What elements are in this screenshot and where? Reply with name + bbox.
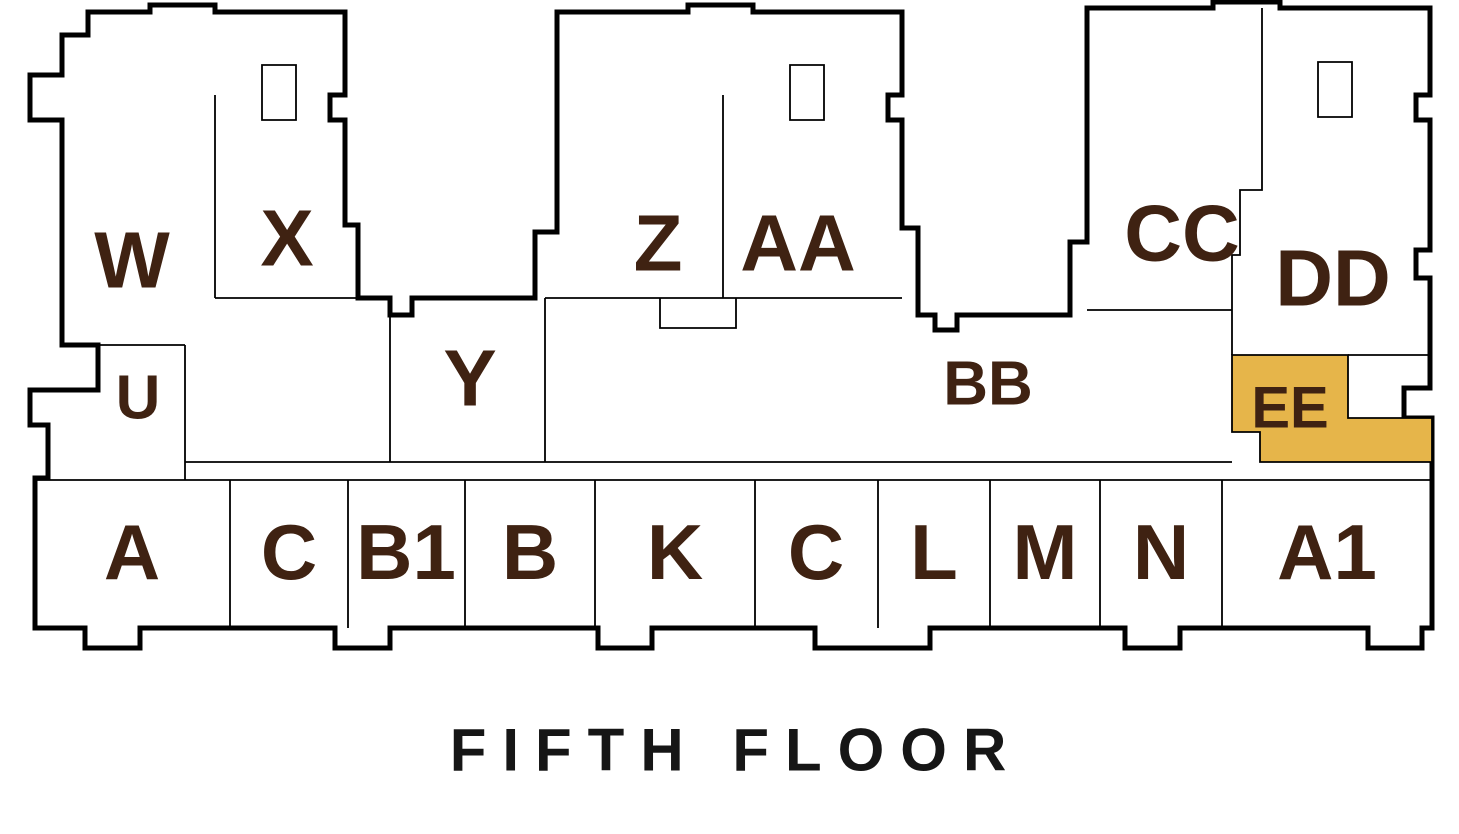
unit-label-c[interactable]: C xyxy=(261,508,317,596)
unit-label-x[interactable]: X xyxy=(260,194,313,283)
unit-label-cc[interactable]: CC xyxy=(1124,189,1240,278)
floor-title: FIFTH FLOOR xyxy=(450,717,1023,784)
unit-label-c2[interactable]: C xyxy=(788,508,844,596)
interior-walls xyxy=(35,8,1432,628)
unit-label-b[interactable]: B xyxy=(502,508,558,596)
unit-label-aa[interactable]: AA xyxy=(740,199,856,288)
unit-label-w[interactable]: W xyxy=(94,216,170,305)
unit-label-z[interactable]: Z xyxy=(634,199,683,288)
unit-label-m[interactable]: M xyxy=(1013,508,1078,596)
unit-label-ee[interactable]: EE xyxy=(1251,376,1328,441)
unit-labels: W X Z AA CC DD U Y BB EE A C B1 B K C L … xyxy=(94,189,1391,597)
unit-label-k[interactable]: K xyxy=(647,508,703,596)
unit-label-bb[interactable]: BB xyxy=(943,350,1033,419)
unit-label-l[interactable]: L xyxy=(910,508,958,596)
building-outline xyxy=(27,0,1435,651)
unit-label-b1[interactable]: B1 xyxy=(356,508,456,596)
unit-label-a1[interactable]: A1 xyxy=(1277,508,1377,596)
unit-ee-highlight[interactable] xyxy=(1231,354,1433,463)
unit-label-u[interactable]: U xyxy=(116,364,161,433)
unit-label-a[interactable]: A xyxy=(104,508,160,596)
unit-label-dd[interactable]: DD xyxy=(1275,234,1391,323)
unit-label-y[interactable]: Y xyxy=(443,334,496,423)
unit-label-n[interactable]: N xyxy=(1133,508,1189,596)
